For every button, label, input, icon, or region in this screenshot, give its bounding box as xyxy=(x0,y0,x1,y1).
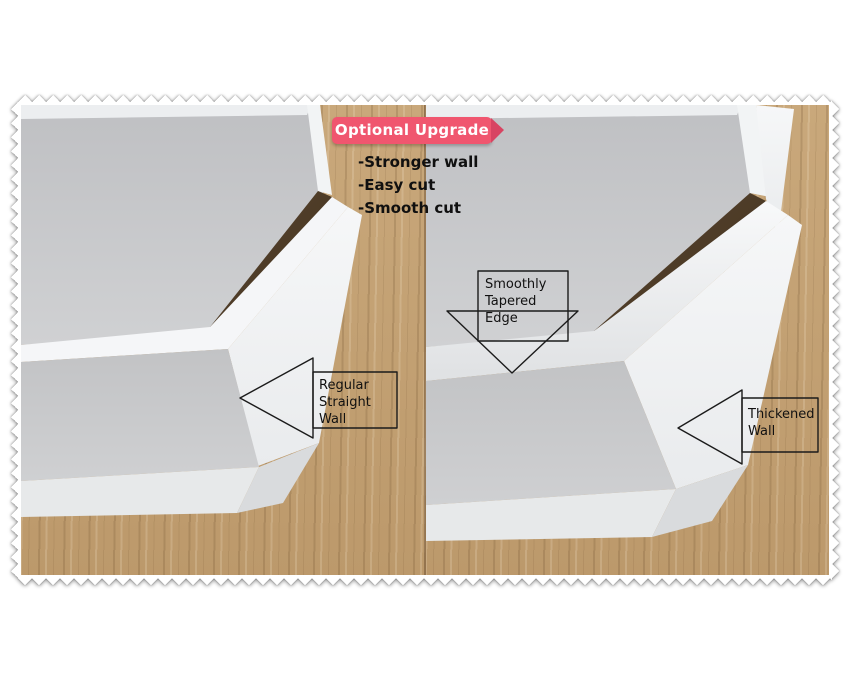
wall-face xyxy=(21,349,259,481)
smoothly-tapered-edge-label: Smoothly Tapered Edge xyxy=(485,277,547,326)
stamp-frame: Optional Upgrade -Stronger wall -Easy cu… xyxy=(11,95,839,585)
left-panel xyxy=(21,105,424,575)
bottom-rim xyxy=(21,467,259,517)
feature-item-stronger-wall: -Stronger wall xyxy=(358,153,479,171)
feature-item-smooth-cut: -Smooth cut xyxy=(358,199,462,217)
right-wall-rim xyxy=(737,105,770,197)
far-rim-sliver xyxy=(426,105,741,119)
far-rim-sliver xyxy=(21,105,311,119)
regular-straight-wall-label: Regular Straight Wall xyxy=(319,378,371,427)
wall-face xyxy=(426,361,676,505)
right-box-render xyxy=(426,105,802,541)
wall-top-rim xyxy=(21,197,348,362)
corner-bevel xyxy=(652,465,748,537)
photo-area: Optional Upgrade -Stronger wall -Easy cu… xyxy=(21,105,829,575)
thickened-wall-label: Thickened Wall xyxy=(748,407,815,439)
bottom-rim xyxy=(426,489,676,541)
stamp-edge-bottom xyxy=(18,578,832,585)
stamp-edge-top xyxy=(18,95,832,102)
corner-bevel xyxy=(237,443,319,513)
optional-upgrade-banner: Optional Upgrade xyxy=(332,117,504,144)
stamp-edge-right xyxy=(832,102,839,578)
optional-upgrade-banner-label: Optional Upgrade xyxy=(334,121,490,139)
banner-ribbon-tail-icon xyxy=(491,118,504,143)
stamp-edge-left xyxy=(11,102,18,578)
outer-wall-top xyxy=(756,105,794,235)
feature-item-easy-cut: -Easy cut xyxy=(358,176,436,194)
feature-list: -Stronger wall -Easy cut -Smooth cut xyxy=(358,151,478,220)
stamp-frame-core: Optional Upgrade -Stronger wall -Easy cu… xyxy=(18,102,832,578)
comparison-panels xyxy=(21,105,829,575)
right-wall-rim xyxy=(307,105,332,195)
right-panel xyxy=(424,105,829,575)
